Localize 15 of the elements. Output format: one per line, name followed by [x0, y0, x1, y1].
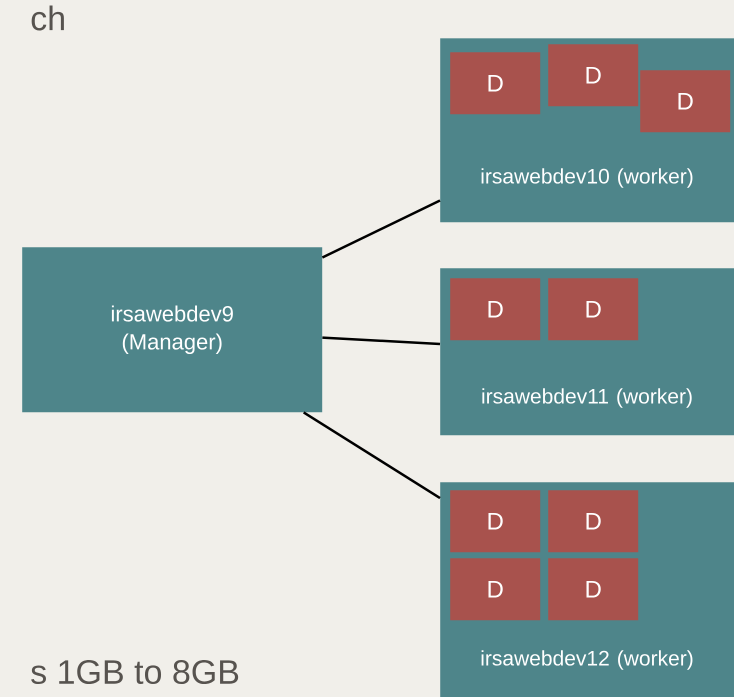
container-box: D [640, 70, 730, 132]
container-box: D [450, 490, 540, 552]
container-box: D [450, 278, 540, 340]
container-box: D [548, 558, 638, 620]
connector-line [322, 336, 440, 346]
server-box: irsawebdev9 (Manager) [22, 247, 322, 412]
slide-text: ch [32, 6, 64, 30]
slide-text: s 1GB to 8GB [31, 660, 238, 684]
container-box: D [450, 52, 540, 114]
container-box: D [548, 44, 638, 106]
connector-line [322, 199, 441, 259]
container-box: D [548, 490, 638, 552]
container-box: D [450, 558, 540, 620]
container-box: D [548, 278, 638, 340]
connector-line [303, 411, 441, 500]
